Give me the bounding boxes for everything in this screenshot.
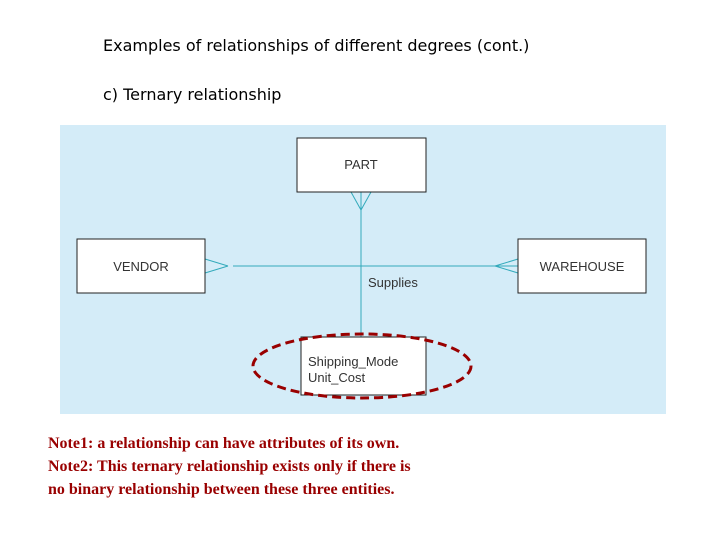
vendor-label: VENDOR [113, 259, 169, 274]
part-label: PART [344, 157, 378, 172]
relationship-label: Supplies [368, 275, 418, 290]
part-crowsfoot-right [360, 191, 372, 211]
part-entity [296, 137, 427, 193]
highlight-ellipse [251, 332, 473, 400]
part-crowsfoot-left [350, 191, 362, 211]
vendor-crowsfoot-top [204, 258, 229, 267]
slide-title: Examples of relationships of different d… [103, 36, 530, 55]
slide-subtitle: c) Ternary relationship [103, 85, 282, 104]
relationship-lines [204, 191, 519, 337]
note-line: Note1: a relationship can have attribute… [48, 435, 400, 452]
attribute-shipping-mode: Shipping_Mode [308, 354, 398, 369]
warehouse-crowsfoot-bottom [494, 265, 519, 274]
warehouse-crowsfoot-top [494, 258, 519, 267]
attribute-unit-cost: Unit_Cost [308, 370, 365, 385]
warehouse-label: WAREHOUSE [540, 259, 625, 274]
notes: Note1: a relationship can have attribute… [48, 432, 411, 501]
er-diagram: PART VENDOR WAREHOUSE Supplies Shipping_… [60, 125, 666, 414]
note-line: no binary relationship between these thr… [48, 481, 395, 498]
warehouse-entity [517, 238, 647, 294]
vendor-crowsfoot-bottom [204, 265, 229, 274]
vendor-entity [76, 238, 206, 294]
note-line: Note2: This ternary relationship exists … [48, 458, 411, 475]
attribute-box [300, 336, 427, 396]
